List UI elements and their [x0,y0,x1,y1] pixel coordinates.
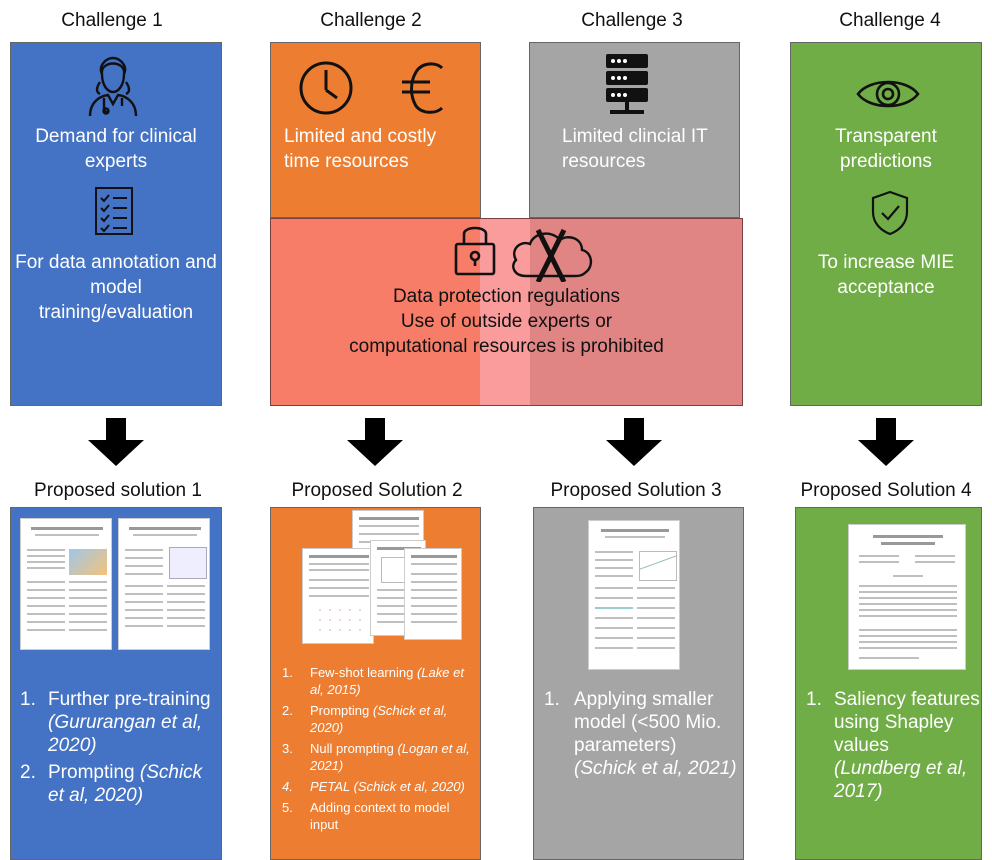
lock-icon [452,222,498,276]
overlay-line-3: computational resources is prohibited [349,336,664,357]
down-arrow-icon [88,418,144,466]
list-number: 2. [20,762,36,783]
list-item: 3. Null prompting (Logan et al, 2021) [282,740,478,774]
list-item: 2. Prompting (Schick et al, 2020) [282,702,478,736]
overlay-right-tint [530,218,743,406]
list-citation: (Schick et al, 2020) [48,762,203,806]
challenge-2-text-1: Limited and costly time resources [284,126,437,172]
solution-2-list: 1. Few-shot learning (Lake et al, 2015) … [282,664,478,833]
list-text: Adding context to model input [310,800,450,832]
checklist-icon [94,186,134,236]
solution-3-title: Proposed Solution 3 [550,480,722,501]
list-citation: (Schick et al, 2020) [310,703,448,735]
overlay-mid-tint [480,218,530,406]
doctor-icon [82,52,144,118]
challenge-1-title: Challenge 1 [61,10,163,31]
list-number: 1. [544,689,560,710]
down-arrow-icon [858,418,914,466]
challenge-2-box [270,42,481,218]
euro-icon [398,60,448,116]
solution-3-list: 1. Applying smaller model (<500 Mio. par… [544,688,740,780]
paper-thumbnail [848,524,966,670]
overlay-line-1: Data protection regulations [392,286,621,307]
list-number: 1. [282,665,293,680]
list-item: 4. PETAL (Schick et al, 2020) [282,778,478,795]
list-text: Prompting [48,762,140,783]
list-text: Few-shot learning [310,665,417,680]
paper-thumbnail [20,518,112,650]
down-arrow-icon [347,418,403,466]
crossed-cloud-icon [508,226,596,282]
list-number: 2. [282,703,293,718]
challenge-4-title: Challenge 4 [839,10,941,31]
list-citation: PETAL (Schick et al, 2020) [310,779,465,794]
solution-4-list: 1. Saliency features using Shapley value… [806,688,980,803]
list-citation: (Lake et al, 2015) [310,665,464,697]
paper-thumbnail [588,520,680,670]
challenge-2-title: Challenge 2 [320,10,422,31]
solution-1-title: Proposed solution 1 [34,480,202,501]
down-arrow-icon [606,418,662,466]
server-icon [604,52,650,116]
challenge-1-text-1: Demand for clinical experts [35,126,197,172]
list-number: 3. [282,741,293,756]
list-item: 5. Adding context to model input [282,799,478,833]
challenge-4-box [790,42,982,406]
solution-1-list: 1. Further pre-training (Gururangan et a… [20,688,220,807]
overlay-border [270,218,743,406]
list-citation: (Logan et al, 2021) [310,741,470,773]
challenge-4-text-2: To increase MIE acceptance [817,252,955,298]
paper-thumbnail [302,548,374,644]
solution-4-title: Proposed Solution 4 [800,480,972,501]
list-number: 1. [20,689,36,710]
list-number: 4. [282,779,293,794]
list-item: 1. Few-shot learning (Lake et al, 2015) [282,664,478,698]
list-text: Prompting [310,703,373,718]
list-text: Further pre-training [48,689,211,710]
list-text: Null prompting [310,741,398,756]
list-item: 2. Prompting (Schick et al, 2020) [20,761,220,807]
challenge-3-title: Challenge 3 [581,10,683,31]
challenge-1-text-2: For data annotation and model training/e… [15,252,217,323]
challenge-1-box [10,42,222,406]
list-number: 5. [282,800,293,815]
list-item: 1. Applying smaller model (<500 Mio. par… [544,688,740,780]
list-item: 1. Further pre-training (Gururangan et a… [20,688,220,757]
list-item: 1. Saliency features using Shapley value… [806,688,980,803]
list-text: Applying smaller model (<500 Mio. parame… [574,689,722,756]
list-citation: (Lundberg et al, 2017) [834,758,968,802]
eye-icon [856,74,920,114]
solution-2-title: Proposed Solution 2 [291,480,463,501]
list-number: 1. [806,689,822,710]
clock-icon [298,60,354,116]
overlay-left-tint [270,218,480,406]
list-citation: (Schick et al, 2021) [574,758,737,779]
challenge-3-text-1: Limited clincial IT resources [562,126,708,172]
challenge-4-text-1: Transparent predictions [835,126,937,172]
paper-thumbnail [404,548,462,640]
paper-thumbnail [118,518,210,650]
list-citation: (Gururangan et al, 2020) [48,712,203,756]
list-text: Saliency features using Shapley values [834,689,980,756]
shield-check-icon [870,190,910,236]
overlay-line-2: Use of outside experts or [400,311,613,332]
